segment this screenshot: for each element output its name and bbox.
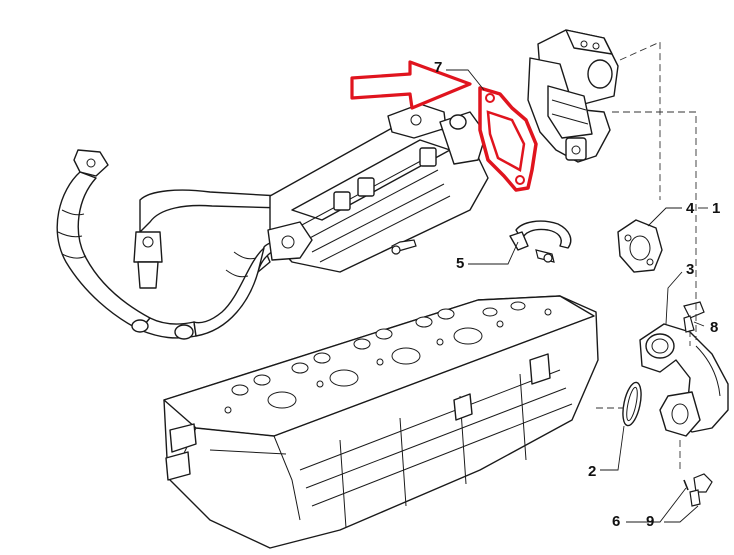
leader-lines: [446, 69, 708, 523]
egr-pipe: [56, 149, 299, 340]
oring-part-2: [622, 381, 642, 427]
cylinder-head: [163, 295, 599, 549]
callout-5: 5: [456, 255, 465, 272]
callout-9: 9: [646, 513, 655, 530]
elbow-pipe-part-3: [639, 323, 729, 437]
callout-4: 4: [686, 200, 695, 217]
highlight-arrow: [350, 60, 472, 110]
bolt-part-8: [683, 301, 705, 333]
gasket-part-4: [617, 219, 663, 273]
callout-2: 2: [588, 463, 597, 480]
callout-7: 7: [434, 59, 443, 76]
callout-8: 8: [710, 319, 719, 336]
assembly-lines: [596, 41, 697, 470]
callout-3: 3: [686, 261, 695, 278]
washer-part-6: [683, 479, 689, 491]
callout-6: 6: [612, 513, 621, 530]
callout-1: 1: [712, 200, 721, 217]
egr-cooler: [267, 103, 489, 273]
bolt-part-9: [689, 473, 713, 507]
gasket-part-7: [478, 86, 538, 192]
clamp-part-5: [509, 220, 572, 263]
egr-valve: [527, 29, 619, 163]
cooler-mount-bolt: [391, 239, 417, 255]
